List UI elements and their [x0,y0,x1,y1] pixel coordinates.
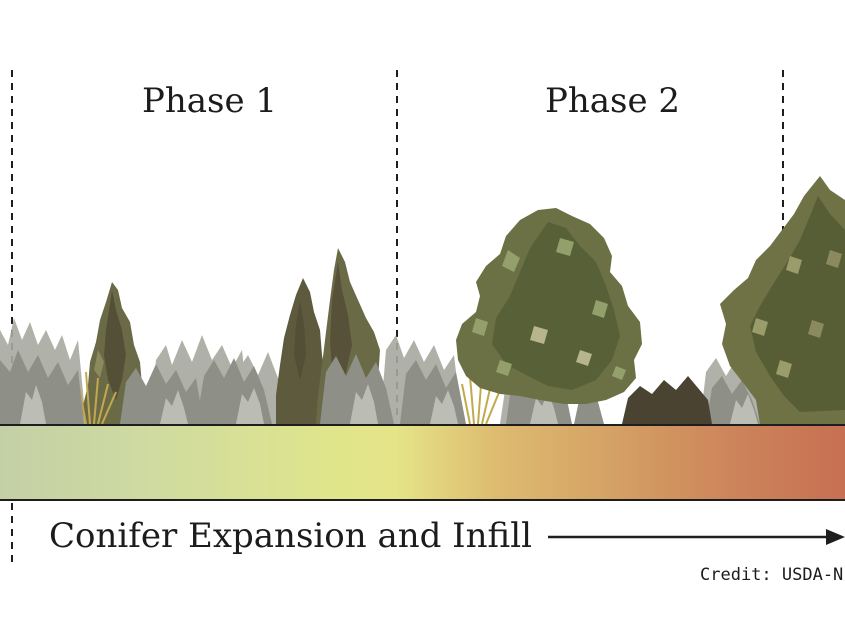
large-tree-phase2 [456,208,642,404]
large-juniper-phase3 [720,176,845,424]
dark-shrub-cluster [622,376,712,424]
phase-2-label: Phase 2 [545,81,681,121]
grass-tufts [77,371,501,425]
succession-gradient-bar [0,424,845,501]
image-credit: Credit: USDA-N [700,565,844,585]
phase-1-label: Phase 1 [142,81,278,121]
sagebrush-highlights [20,384,758,424]
diagram-caption: Conifer Expansion and Infill [49,516,532,556]
progression-arrow [548,529,845,545]
